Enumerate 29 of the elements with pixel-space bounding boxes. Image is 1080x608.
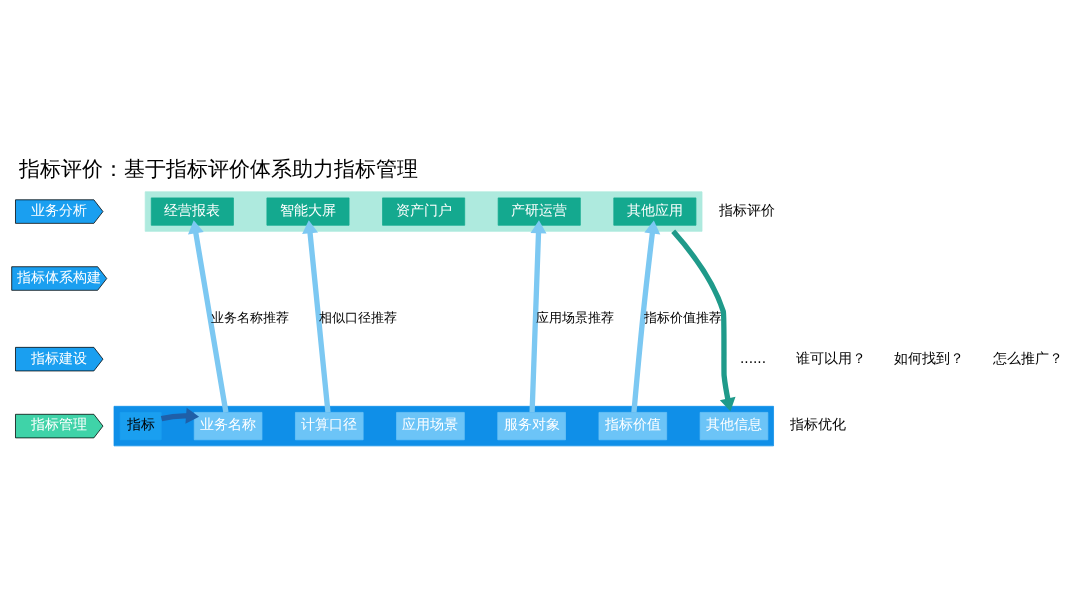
node-box: 应用场景 [396,412,465,441]
arrow [529,220,547,413]
node-box: 其他信息 [699,412,769,441]
label: ...... [739,349,767,366]
node-box: 计算口径 [295,412,364,441]
edge-label: 相似口径推荐 [319,309,398,325]
edge-label: 应用场景推荐 [535,309,614,325]
node-box: 智能大屏 [266,197,350,226]
node-box: 其他应用 [613,197,697,226]
arrow [160,407,200,424]
label: 指标评价 [718,201,775,218]
label: 怎么推广？ [992,349,1063,366]
label: 谁可以用？ [796,349,867,366]
edge-label: 业务名称推荐 [211,309,290,325]
node-box: 指标 [119,412,162,441]
label: 如何找到？ [894,349,965,366]
node-box: 经营报表 [150,197,234,226]
arrow [631,220,661,413]
node-box: 产研运营 [497,197,581,226]
node-box: 服务对象 [497,412,566,441]
node-box: 业务名称 [193,412,263,441]
arrow [671,229,736,412]
diagram-title: 指标评价：基于指标评价体系助力指标管理 [19,156,419,182]
node-box: 指标价值 [598,412,668,441]
edge-label: 指标价值推荐 [644,309,723,325]
node-box: 资产门户 [382,197,466,226]
arrow [187,220,229,413]
label: 指标优化 [790,416,847,433]
arrow [302,220,331,413]
